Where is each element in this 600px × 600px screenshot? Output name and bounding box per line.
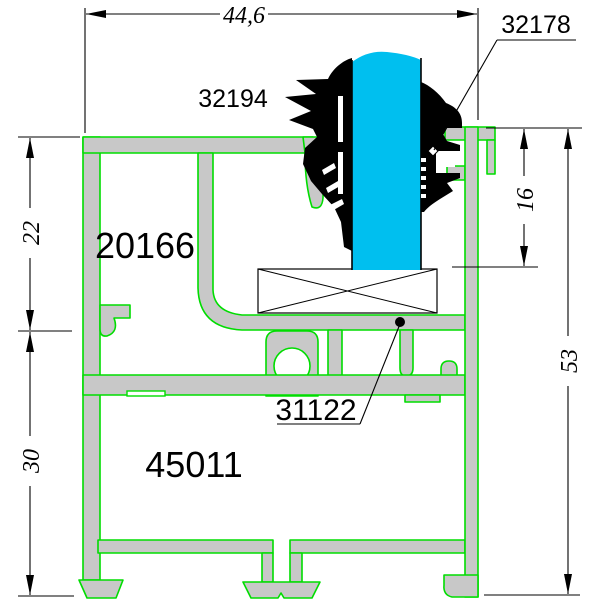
dim-value-lower-left: 30 [19, 449, 45, 474]
leader-line-inner-gasket [433, 39, 498, 151]
frame-left-foot [78, 579, 124, 599]
inner-gasket-tooth-slit [421, 158, 426, 162]
dimension-bead-height: 16 [452, 127, 582, 268]
bead-clip-flange [486, 139, 496, 175]
rib-left [327, 329, 343, 378]
outer-gasket-slit-1 [338, 96, 343, 142]
label-inner-gasket: 32178 [501, 11, 571, 39]
label-main-frame-profile: 45011 [145, 444, 242, 485]
dim-value-overall-right: 53 [557, 349, 583, 373]
part-labels: 32194 32178 20166 45011 31122 [95, 11, 576, 485]
arrowhead [26, 575, 34, 595]
outer-gasket-32194 [285, 58, 352, 251]
arrowhead [26, 138, 34, 158]
rib-right [399, 329, 414, 377]
frame-top-wall [82, 136, 314, 154]
dimension-overall-right-height: 53 [484, 129, 583, 596]
glass-pane [351, 51, 422, 270]
label-outer-gasket: 32194 [198, 85, 268, 113]
arrowhead [520, 129, 528, 149]
inner-gasket-tooth-slit [421, 194, 426, 198]
arrowhead [26, 332, 34, 352]
glazing-block [257, 268, 438, 314]
dim-value-overall-width: 44,6 [223, 3, 265, 29]
label-upper-profile: 20166 [95, 225, 195, 266]
mid-foot-web-right [289, 552, 303, 583]
frame-left-wall [82, 136, 101, 581]
inner-gasket-tooth-slit [421, 176, 426, 180]
dim-value-upper-left: 22 [19, 221, 45, 245]
leader-dot-bridge-profile [395, 317, 405, 327]
inner-gasket-32178 [421, 82, 462, 212]
leader-target-diamond [427, 145, 439, 157]
glazing-block-cross-2 [257, 268, 438, 314]
dim-value-bead-height: 16 [513, 188, 539, 212]
outer-gasket-fin-slit-1 [322, 163, 336, 175]
aluminum-profile [78, 126, 496, 599]
outer-gasket-fin-slit-2 [326, 181, 340, 193]
frame-right-wall [464, 126, 479, 598]
outer-gasket-fin-slit-3 [330, 199, 344, 211]
floor-stub [440, 360, 458, 378]
arrowhead [520, 246, 528, 266]
arrowhead [564, 574, 572, 594]
glass-fill [352, 51, 421, 270]
label-bridge-profile: 31122 [275, 394, 356, 427]
arrowhead [86, 10, 106, 18]
frame-right-foot [443, 574, 479, 598]
frame-floor-lip [404, 394, 441, 403]
bottom-wall-right [289, 539, 466, 554]
arrowhead [457, 10, 477, 18]
arrowhead [564, 129, 572, 149]
arrowhead [26, 310, 34, 330]
leader-line-bridge-profile [359, 323, 401, 425]
dimension-overall-width: 44,6 [84, 3, 479, 133]
mid-foot-web-left [261, 552, 274, 583]
mid-foot [242, 581, 321, 599]
floor-notch [126, 390, 166, 397]
dimension-upper-left-height: 22 [18, 136, 80, 332]
bottom-wall-left [97, 539, 274, 554]
inner-gasket-tooth-slit [421, 185, 426, 189]
inner-gasket-body [421, 82, 462, 212]
dimension-lower-left-height: 30 [18, 332, 74, 597]
inner-gasket-tooth-slit [421, 167, 426, 171]
outer-gasket-slit-2 [338, 152, 343, 194]
inner-gasket-hole [441, 154, 455, 167]
frame-left-ledge [99, 304, 131, 337]
